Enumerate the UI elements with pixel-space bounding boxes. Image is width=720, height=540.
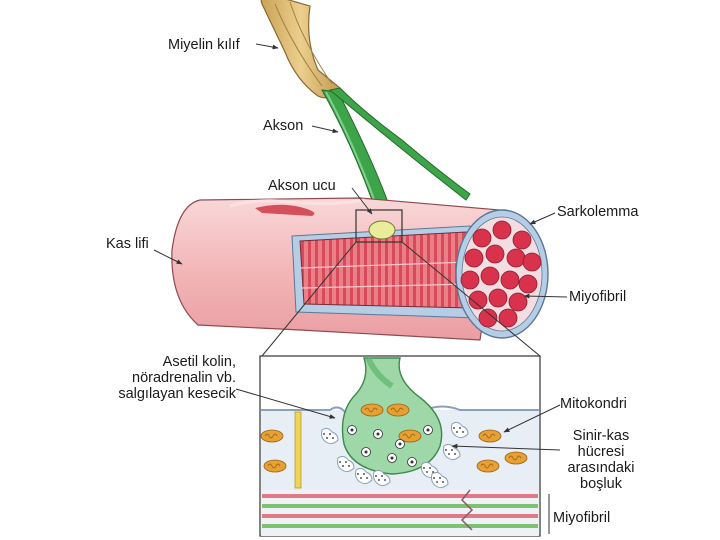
myofibril-dot	[508, 292, 528, 312]
myelin-sheath	[260, 0, 341, 99]
mitochondrion	[504, 451, 528, 465]
label-vesicle-line-1: Asetil kolin,	[162, 354, 236, 370]
mitochondrion	[360, 403, 384, 417]
cleft-folds-group	[321, 421, 469, 489]
label-myelin-sheath: Miyelin kılıf	[168, 37, 240, 53]
myofibril-dot	[522, 252, 542, 272]
label-sarcolemma: Sarkolemma	[557, 204, 639, 220]
label-cleft-line-1: Sinir-kas	[572, 428, 630, 444]
myofibril-dot	[460, 270, 480, 290]
myofibril-dot	[512, 230, 532, 250]
label-myofibril-top: Miyofibril	[569, 289, 627, 305]
mitochondrion	[386, 403, 410, 417]
cleft-fold	[337, 455, 355, 473]
myofibril-dot	[518, 274, 538, 294]
mitochondrion	[478, 429, 502, 443]
cleft-fold	[321, 427, 339, 445]
cleft-fold	[355, 467, 373, 485]
mitochondrion	[263, 459, 287, 473]
label-cleft-line-2: hücresi	[577, 444, 625, 460]
mitochondrion	[398, 429, 422, 443]
label-vesicle-line-3: salgılayan kesecik	[118, 386, 236, 402]
myofibril-dot	[464, 248, 484, 268]
cleft-fold	[431, 471, 449, 489]
label-vesicle-line-2: nöradrenalin vb.	[132, 370, 236, 386]
vesicles-group	[347, 425, 433, 467]
mitochondria-group	[260, 403, 528, 473]
label-cleft-line-4: boşluk	[580, 476, 622, 492]
label-vesicle: Asetil kolin, nöradrenalin vb. salgılaya…	[86, 354, 236, 402]
leader-lines	[153, 43, 568, 534]
label-mitochondria: Mitokondri	[560, 396, 627, 412]
label-myofibril-bottom: Miyofibril	[553, 510, 611, 526]
myofibril-dot	[478, 308, 498, 328]
mitochondrion	[260, 429, 284, 443]
label-cleft-line-3: arasındaki	[567, 460, 635, 476]
myofibril-dot	[480, 266, 500, 286]
myofibril-dot	[488, 288, 508, 308]
cleft-fold	[451, 421, 469, 439]
label-axon: Akson	[263, 118, 304, 134]
label-synaptic-cleft: Sinir-kas hücresi arasındaki boşluk	[558, 428, 644, 492]
axon-terminal	[261, 209, 541, 357]
myofibril-dot	[492, 220, 512, 240]
mitochondrion	[476, 459, 500, 473]
cleft-fold	[373, 469, 391, 487]
myofibril-cross-sections	[460, 220, 542, 328]
label-axon-terminal: Akson ucu	[268, 178, 336, 194]
myofibril-dot	[472, 228, 492, 248]
myofibril-dot	[498, 308, 518, 328]
myofibril-dot	[506, 248, 526, 268]
myofibril-dot	[468, 290, 488, 310]
myofibril-dot	[500, 270, 520, 290]
myofibril-dot	[485, 244, 505, 264]
label-muscle-fiber: Kas lifi	[106, 236, 149, 252]
